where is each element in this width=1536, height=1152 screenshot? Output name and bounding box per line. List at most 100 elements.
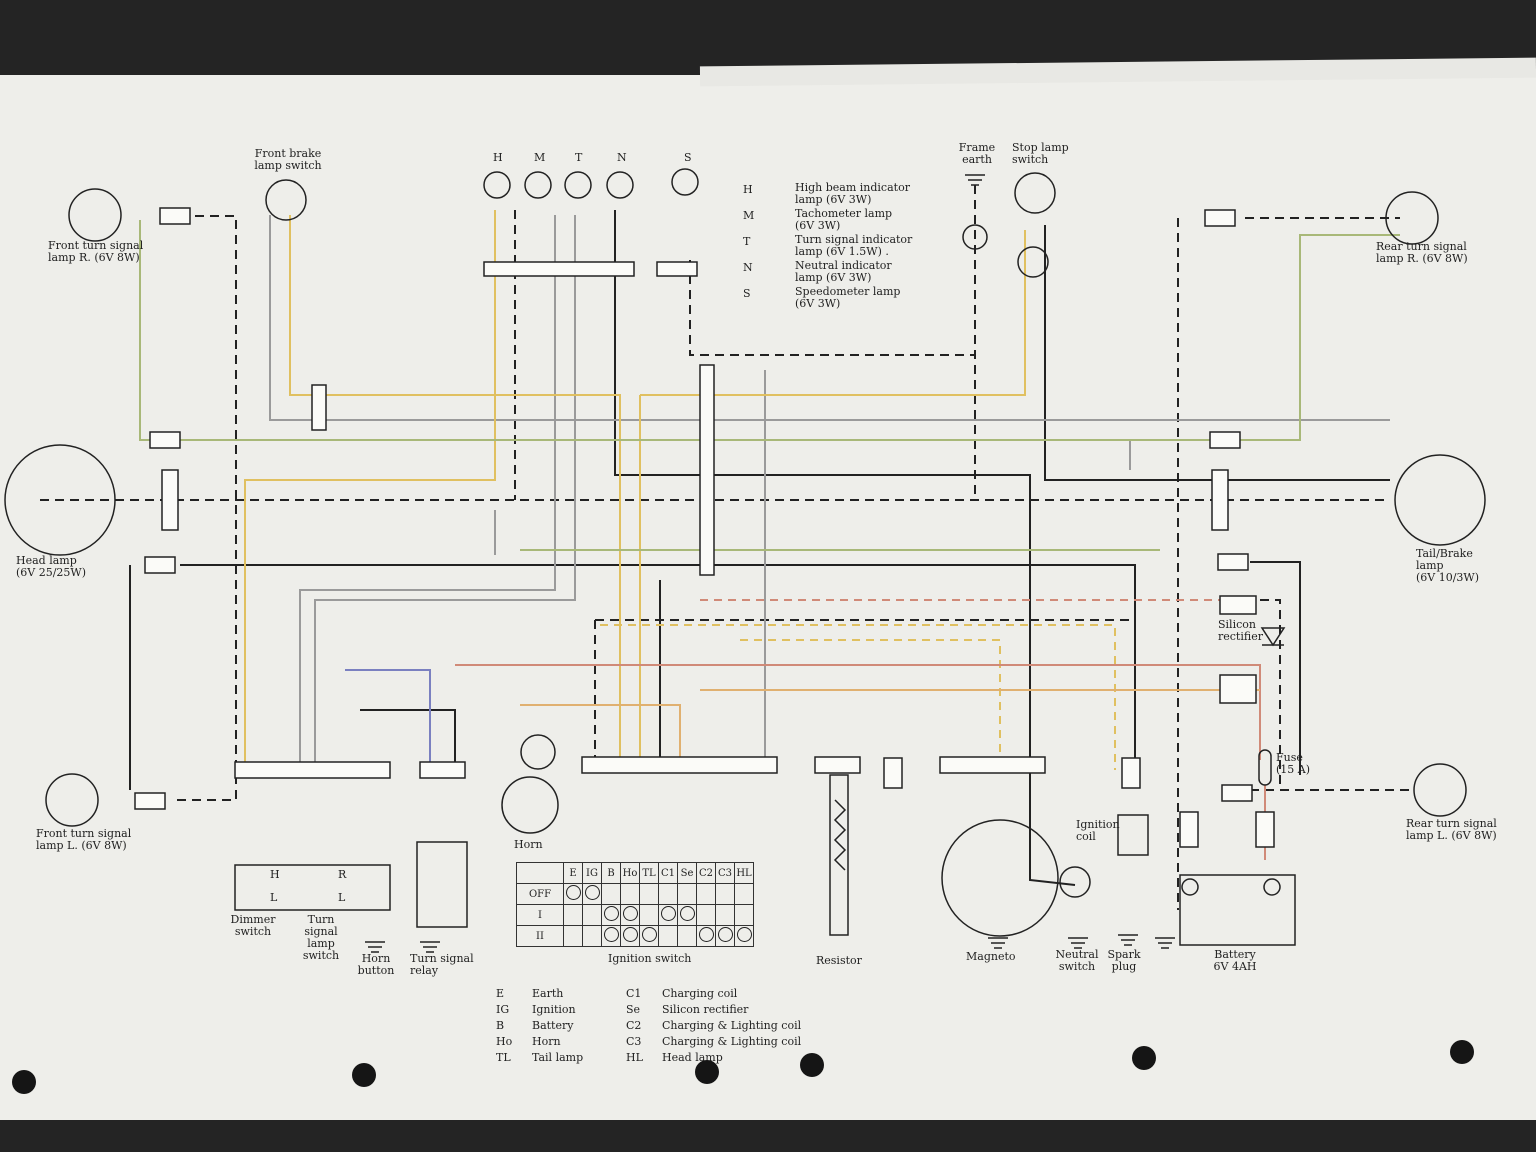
ignition-table-row: I	[516, 904, 754, 926]
legend-desc: Charging & Lighting coil	[662, 1019, 802, 1032]
fuse-label: Fuse (15 A)	[1276, 751, 1311, 776]
ignition-table-cell	[734, 925, 754, 947]
legend-code: C1	[626, 987, 642, 1000]
legend-code: IG	[496, 1003, 510, 1016]
ignition-table-cell	[715, 904, 735, 926]
indicator-letter-m: M	[534, 151, 546, 164]
binder-hole	[12, 1070, 36, 1094]
battery-label: Battery 6V 4AH	[1213, 948, 1257, 973]
rear-turn-r-lamp	[1385, 191, 1439, 245]
dashed-wires	[40, 185, 1410, 910]
connector-blocks	[134, 207, 1275, 848]
indicator-code-n: N	[743, 261, 753, 274]
ignition-coil-body	[1117, 814, 1149, 856]
ignition-row-label: OFF	[516, 883, 564, 905]
stop-lamp-switch	[1014, 172, 1056, 214]
magneto-label: Magneto	[966, 950, 1016, 963]
ignition-table-cell	[677, 883, 697, 905]
legend-code: Se	[626, 1003, 641, 1016]
rectifier-diode	[1260, 627, 1286, 647]
ignition-col-e: E	[563, 862, 583, 884]
legend-desc: Ignition	[532, 1003, 576, 1016]
frame-earth-label: Frame earth	[958, 141, 996, 166]
ignition-switch-label: Ignition switch	[608, 952, 692, 965]
rear-turn-r-label: Rear turn signal lamp R. (6V 8W)	[1376, 240, 1468, 265]
dimmer-h-label: H	[270, 868, 280, 881]
stop-lamp-switch-label: Stop lamp switch	[1012, 141, 1069, 166]
ignition-col-c2: C2	[696, 862, 716, 884]
ignition-table-cell	[715, 925, 735, 947]
ignition-row-label: II	[516, 925, 564, 947]
ignition-coil-label: Ignition coil	[1076, 818, 1120, 843]
ignition-table-corner	[516, 862, 564, 884]
battery-positive	[1263, 878, 1281, 896]
battery-body	[1179, 874, 1296, 946]
legend-code: Ho	[496, 1035, 513, 1048]
legend-code: C3	[626, 1035, 642, 1048]
neutral-switch-body	[1059, 866, 1091, 898]
ignition-table-cell	[677, 904, 697, 926]
ignition-col-hl: HL	[734, 862, 754, 884]
front-turn-r-label: Front turn signal lamp R. (6V 8W)	[48, 239, 144, 264]
indicator-letter-s: S	[684, 151, 692, 164]
ignition-table-cell	[582, 904, 602, 926]
battery-negative	[1181, 878, 1199, 896]
black-wires	[129, 210, 1390, 886]
connection-dot-icon	[603, 906, 619, 921]
front-turn-r-lamp	[68, 188, 122, 242]
binder-hole	[352, 1063, 376, 1087]
ignition-table-cell	[658, 904, 678, 926]
dimmer-switch-label: Dimmer switch	[230, 913, 276, 938]
binder-hole	[1132, 1046, 1156, 1070]
resistor-zigzag	[833, 799, 847, 871]
indicator-bulbs	[483, 168, 699, 199]
spark-plug-label: Spark plug	[1107, 948, 1141, 973]
rear-turn-l-lamp	[1413, 763, 1467, 817]
ignition-table-cell	[563, 883, 583, 905]
ignition-table-cell	[620, 904, 640, 926]
wiring-diagram-sheet	[0, 75, 1536, 1120]
turn-l-label: L	[338, 891, 346, 904]
ignition-col-se: Se	[677, 862, 697, 884]
legend-desc: Charging & Lighting coil	[662, 1035, 802, 1048]
connection-dot-icon	[698, 927, 714, 942]
lamps	[4, 172, 1486, 946]
ignition-row-label: I	[516, 904, 564, 926]
indicator-desc-h: High beam indicator lamp (6V 3W)	[795, 181, 910, 206]
switch-housing	[234, 864, 391, 911]
ignition-table-cell	[734, 883, 754, 905]
connection-dot-icon	[736, 927, 752, 942]
legend-desc: Tail lamp	[532, 1051, 584, 1064]
neutral-switch-label: Neutral switch	[1055, 948, 1099, 973]
legend-row: C3 Charging & Lighting coil	[626, 1034, 801, 1050]
indicator-desc-s: Speedometer lamp (6V 3W)	[795, 285, 901, 310]
connection-dot-icon	[679, 906, 695, 921]
ignition-table-cell	[601, 925, 621, 947]
indicator-letter-n: N	[617, 151, 627, 164]
ignition-col-ig: IG	[582, 862, 602, 884]
silicon-rectifier-label: Silicon rectifier	[1218, 618, 1263, 643]
connection-dot-icon	[660, 906, 676, 921]
head-lamp	[4, 444, 116, 556]
resistor-body	[829, 774, 849, 936]
indicator-desc-t: Turn signal indicator lamp (6V 1.5W) .	[795, 233, 913, 258]
indicator-code-t: T	[743, 235, 751, 248]
indicator-code-h: H	[743, 183, 753, 196]
ignition-col-c3: C3	[715, 862, 735, 884]
ignition-table-header: E IG B Ho TL C1 Se C2 C3 HL	[516, 862, 754, 884]
connection-dot-icon	[622, 906, 638, 921]
rear-turn-l-label: Rear turn signal lamp L. (6V 8W)	[1406, 817, 1497, 842]
legend-desc: Silicon rectifier	[662, 1003, 749, 1016]
ignition-table-cell	[582, 883, 602, 905]
ignition-table-cell	[582, 925, 602, 947]
dimmer-l-label: L	[270, 891, 278, 904]
ignition-table-cell	[639, 883, 659, 905]
ignition-table-cell	[696, 925, 716, 947]
resistor-label: Resistor	[816, 954, 862, 967]
turn-relay-box	[416, 841, 468, 928]
